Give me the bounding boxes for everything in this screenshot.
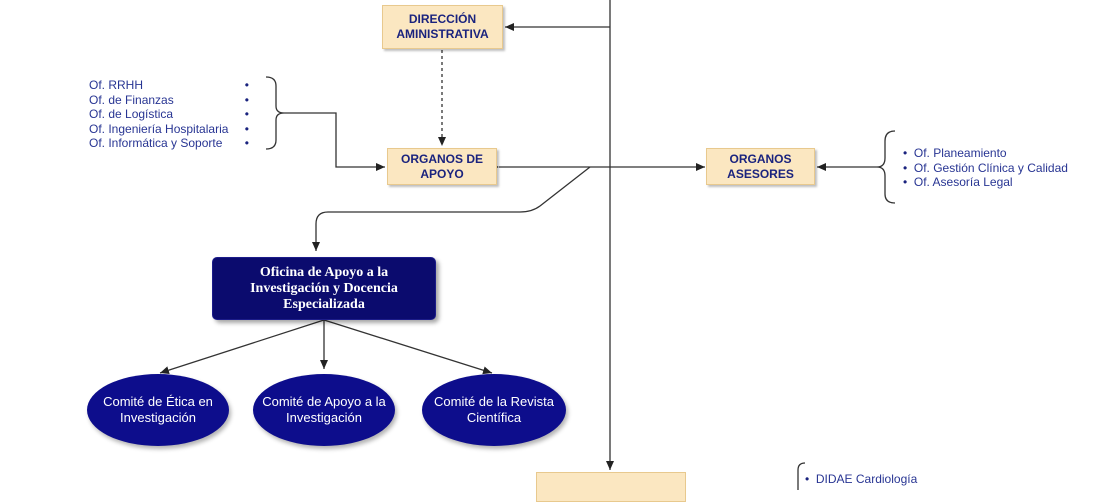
didae-list: • DIDAE Cardiología: [805, 472, 917, 487]
list-item: Of. de Logística•: [89, 107, 249, 121]
list-item: Of. Ingeniería Hospitalaria•: [89, 121, 249, 136]
organos-asesores-box[interactable]: ORGANOS ASESORES: [706, 148, 815, 185]
comite-etica-label: Comité de Ética en Investigación: [103, 394, 213, 425]
org-chart-connectors: [159, 0, 896, 490]
organos-apoyo-box[interactable]: ORGANOS DE APOYO: [387, 148, 497, 185]
brace-apoyo-list: [265, 76, 285, 150]
list-item: Of. RRHH•: [89, 78, 249, 92]
organos-apoyo-label: ORGANOS DE APOYO: [400, 151, 483, 181]
apoyo-offices-list: Of. RRHH• Of. de Finanzas• Of. de Logíst…: [89, 78, 249, 151]
list-item: Of. de Finanzas•: [89, 92, 249, 107]
brace-didae-list: [797, 462, 806, 490]
connector-to-comite-etica: [159, 319, 325, 375]
comite-apoyo-label: Comité de Apoyo a la Investigación: [262, 394, 386, 425]
oficina-apoyo-box[interactable]: Oficina de Apoyo a la Investigación y Do…: [212, 257, 436, 320]
connector-apoyo-list: [284, 112, 385, 171]
list-item: • Of. Planeamiento: [903, 146, 1007, 160]
oficina-apoyo-label: Oficina de Apoyo a la Investigación y Do…: [250, 264, 398, 312]
list-item: • DIDAE Cardiología: [805, 472, 918, 486]
connector-to-comite-revista: [323, 319, 493, 375]
direccion-administrativa-box[interactable]: DIRECCIÓN AMINISTRATIVA: [382, 5, 503, 49]
list-item: • Of. Asesoría Legal: [903, 175, 1013, 189]
comite-revista-label: Comité de la Revista Científica: [434, 394, 554, 425]
bottom-partial-box: [536, 472, 686, 502]
comite-revista-ellipse[interactable]: Comité de la Revista Científica: [422, 374, 566, 446]
list-item: Of. Informática y Soporte•: [89, 136, 249, 150]
brace-asesores-list: [876, 130, 896, 204]
list-item: • Of. Gestión Clínica y Calidad: [903, 160, 1068, 175]
comite-apoyo-ellipse[interactable]: Comité de Apoyo a la Investigación: [253, 374, 395, 446]
direccion-administrativa-label: DIRECCIÓN AMINISTRATIVA: [396, 12, 489, 41]
comite-etica-ellipse[interactable]: Comité de Ética en Investigación: [87, 374, 229, 446]
organos-asesores-label: ORGANOS ASESORES: [727, 151, 794, 181]
connector-to-oficina: [312, 166, 591, 251]
asesores-offices-list: • Of. Planeamiento • Of. Gestión Clínica…: [903, 146, 1068, 190]
